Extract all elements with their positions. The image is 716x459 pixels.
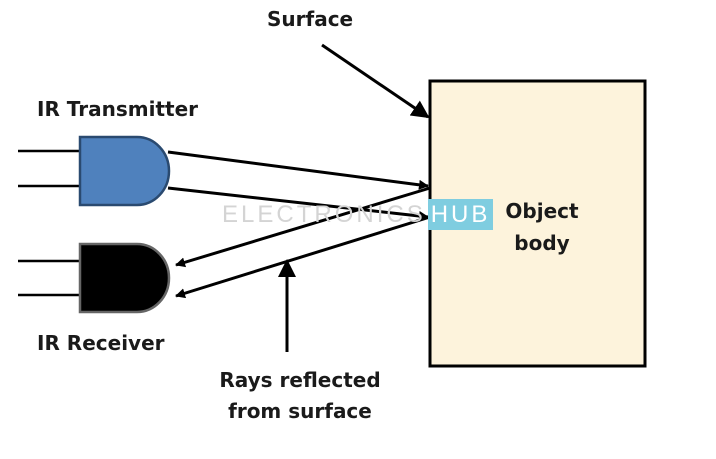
transmitted-ray-2 xyxy=(167,186,429,221)
ir-receiver-label: IR Receiver xyxy=(37,331,165,355)
object-body-label-line2: body xyxy=(514,231,570,255)
object-body-label-line1: Object xyxy=(505,199,579,223)
watermark-text: ELECTRONICS xyxy=(222,201,426,228)
reflected-ray-1 xyxy=(175,186,431,268)
reflected-ray-2 xyxy=(175,215,431,299)
rays-reflected-label-line1: Rays reflected xyxy=(219,368,381,392)
ir-transmitter-shape xyxy=(78,135,171,207)
transmitted-ray-1 xyxy=(167,150,429,190)
ir-transmitter-label: IR Transmitter xyxy=(37,97,198,121)
rays-reflected-label-line2: from surface xyxy=(228,399,372,423)
watermark-hub: HUB xyxy=(427,199,494,230)
ir-receiver-shape xyxy=(78,242,171,314)
surface-label: Surface xyxy=(267,7,354,31)
surface-pointer-arrow xyxy=(321,43,430,119)
